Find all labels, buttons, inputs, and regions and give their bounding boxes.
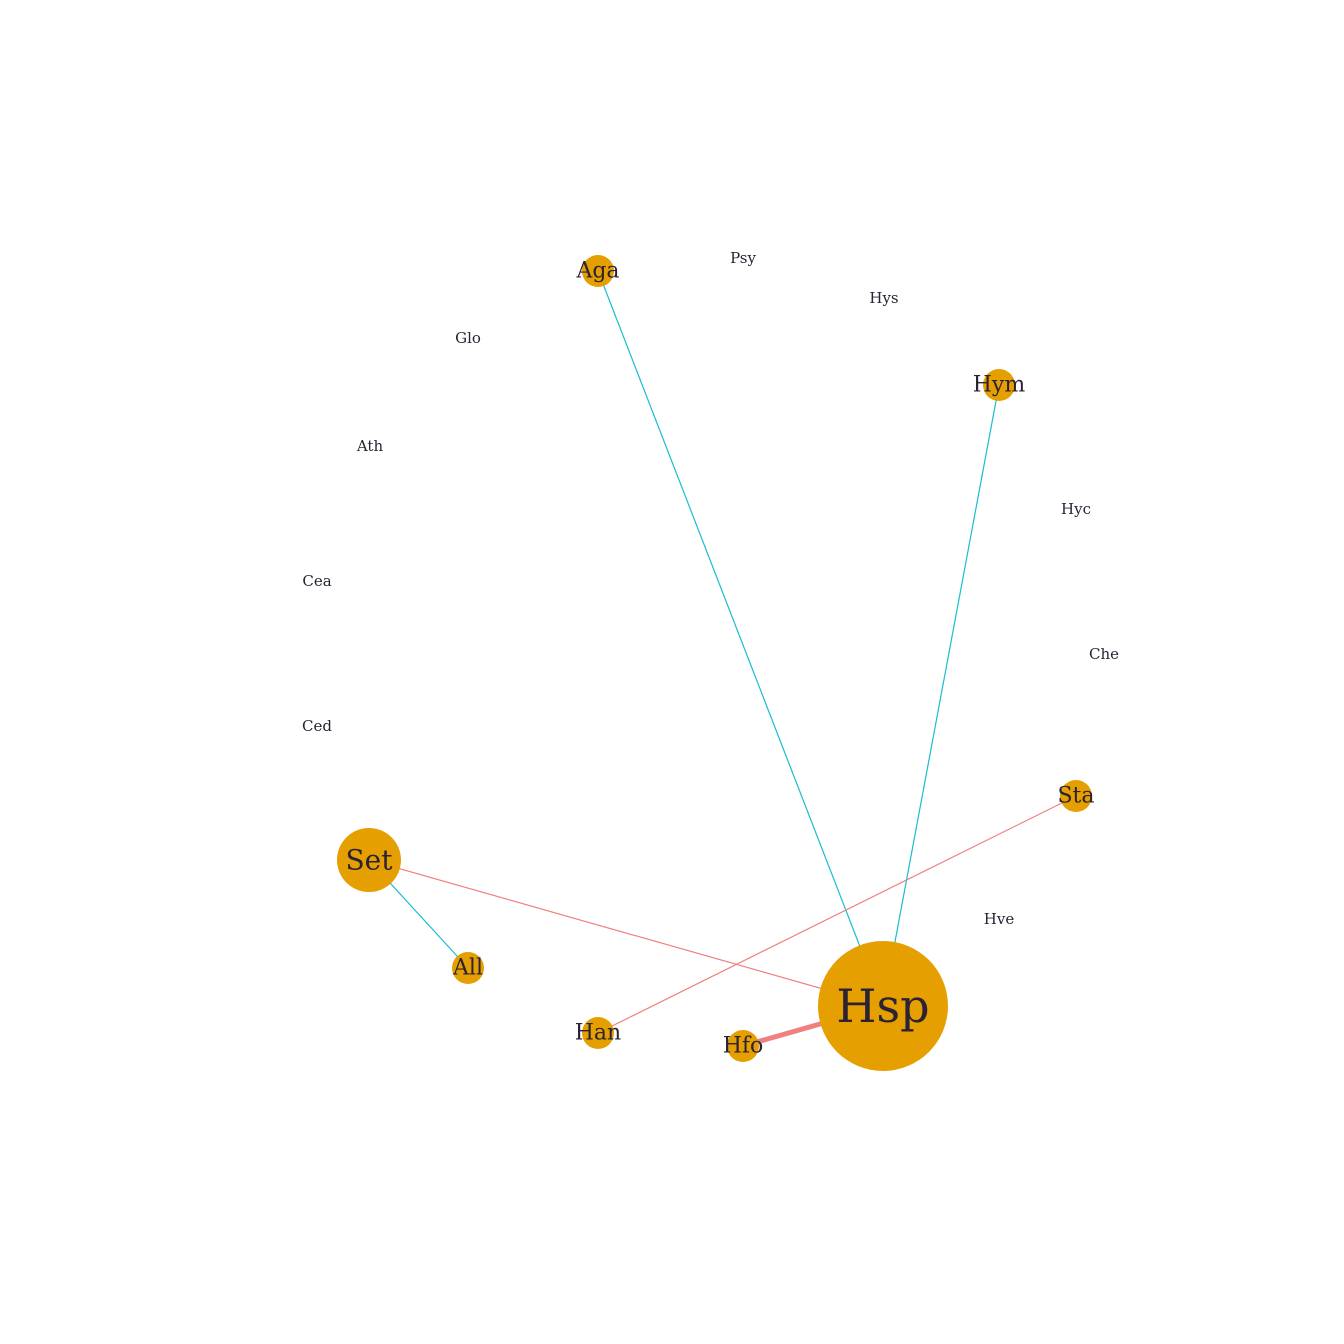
node-label-hsp: Hsp (836, 979, 929, 1033)
node-label-all: All (452, 956, 483, 981)
node-ath: Ath (356, 437, 384, 455)
node-label-ced: Ced (302, 717, 332, 735)
node-hfo: Hfo (723, 1030, 764, 1062)
node-label-hyc: Hyc (1061, 500, 1091, 518)
node-hyc: Hyc (1061, 500, 1091, 518)
node-label-glo: Glo (455, 329, 481, 347)
node-circle-sta (1060, 780, 1092, 812)
node-glo: Glo (455, 329, 481, 347)
node-hsp: Hsp (818, 941, 948, 1071)
node-set: Set (337, 828, 401, 892)
node-circle-all (452, 952, 484, 984)
edge-hsp-hym (882, 384, 1000, 1007)
node-label-ath: Ath (356, 437, 384, 455)
nodes-layer: Aga PsyHysGloHymAthHycCeaCheCedStaSetHveA… (302, 249, 1119, 1071)
node-circle-han (582, 1017, 614, 1049)
node-circle-hsp (818, 941, 948, 1071)
node-label-set: Set (345, 844, 393, 877)
node-all: All (452, 952, 484, 984)
node-label-hys: Hys (869, 289, 898, 307)
node-hym: Hym (973, 369, 1026, 401)
node-ced: Ced (302, 717, 332, 735)
node-aga: Aga (575, 255, 620, 287)
node-circle-hfo (727, 1030, 759, 1062)
node-sta: Sta (1057, 780, 1095, 812)
edge-set-hsp (368, 859, 884, 1007)
node-label-aga: Aga (575, 259, 619, 284)
node-label-hfo: Hfo (723, 1034, 764, 1059)
node-psy: Psy (730, 249, 756, 267)
node-label-hve: Hve (984, 910, 1015, 928)
node-label-cea: Cea (302, 572, 331, 590)
edge-hsp-aga (597, 270, 884, 1007)
node-label-han: Han (575, 1021, 621, 1046)
node-hys: Hys (869, 289, 898, 307)
node-circle-set (337, 828, 401, 892)
node-circle-aga (582, 255, 614, 287)
node-circle-hym (983, 369, 1015, 401)
node-label-hym: Hym (973, 373, 1026, 398)
node-cea: Cea (302, 572, 331, 590)
node-han: Han (575, 1017, 621, 1049)
node-hve: Hve (984, 910, 1015, 928)
edges-layer (368, 270, 1077, 1049)
node-label-che: Che (1089, 645, 1119, 663)
edge-han-sta (597, 795, 1077, 1034)
node-label-psy: Psy (730, 249, 756, 267)
node-che: Che (1089, 645, 1119, 663)
node-label-sta: Sta (1057, 784, 1094, 809)
